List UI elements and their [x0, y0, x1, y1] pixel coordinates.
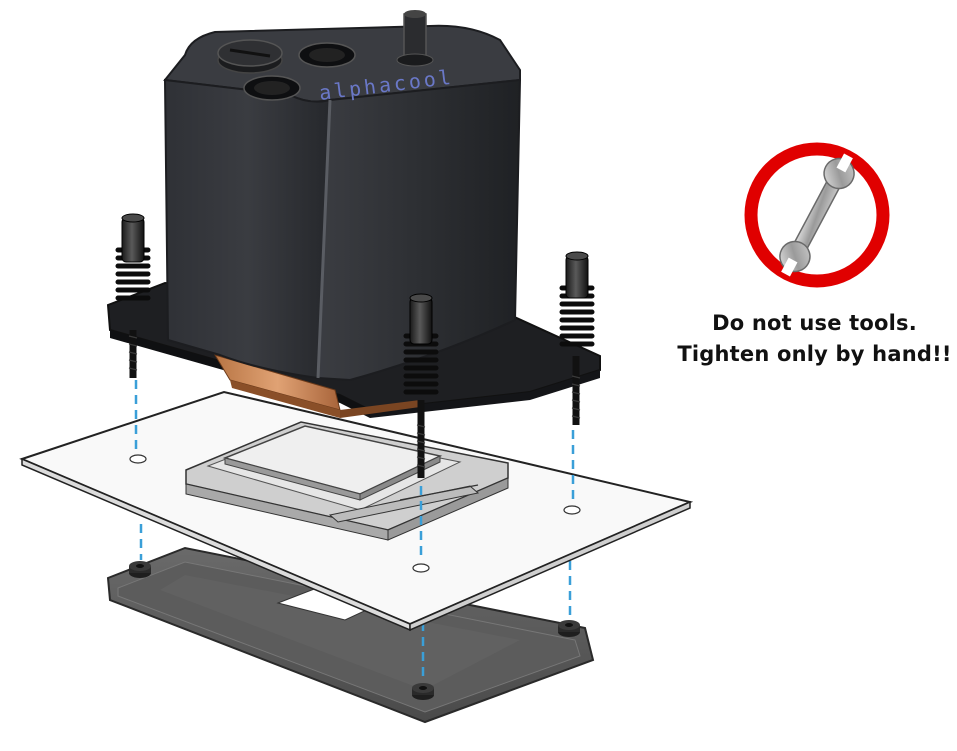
cpu-socket [185, 421, 509, 541]
alignment-guide-lines [134, 380, 575, 560]
backplate [106, 546, 595, 724]
cable-post [396, 10, 434, 67]
backplate-standoff [558, 620, 580, 637]
warning-message: Do not use tools. Tighten only by hand!! [672, 308, 957, 370]
alignment-guide-lines [139, 524, 572, 680]
cpu [222, 425, 443, 501]
pump-reservoir-body: alphacool [163, 24, 522, 382]
port-opening [243, 75, 301, 101]
no-wrench-icon [744, 142, 890, 288]
spring-screw [115, 213, 151, 378]
spring-screw [403, 293, 439, 478]
copper-cold-plate [213, 354, 420, 418]
backplate-standoff [129, 561, 151, 578]
fill-port-cap [217, 39, 283, 74]
warning-line-2: Tighten only by hand!! [677, 342, 952, 366]
warning-line-1: Do not use tools. [712, 311, 917, 335]
backplate-standoff [412, 683, 434, 700]
spring-screw [559, 251, 595, 425]
port-opening [298, 42, 356, 68]
